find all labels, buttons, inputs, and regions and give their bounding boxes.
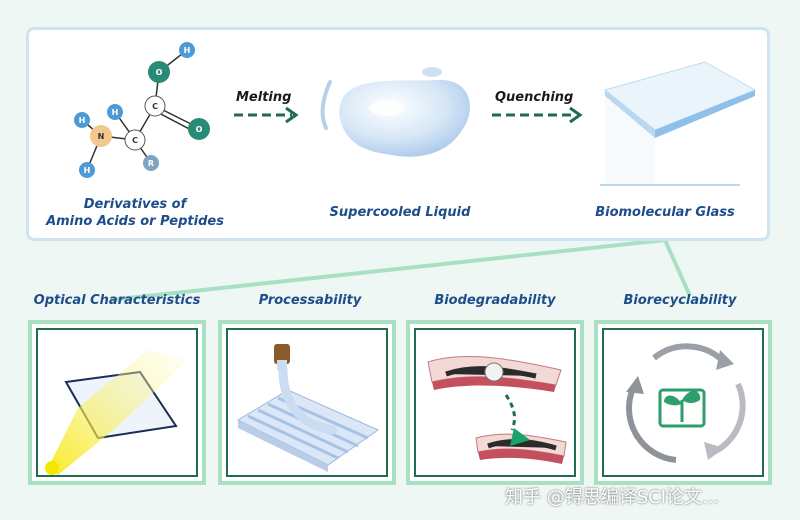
melting-label: Melting (236, 90, 292, 105)
recycle-illustration (626, 343, 746, 463)
property-label-biorecyclability: Biorecyclability (623, 293, 737, 308)
stage2-label: Supercooled Liquid (329, 205, 471, 220)
panel-biodegradability (406, 320, 584, 485)
atom-h2: H (112, 108, 119, 117)
quenching-label: Quenching (495, 90, 574, 105)
atom-h3: H (84, 166, 91, 175)
atom-o2: O (196, 125, 203, 134)
atom-c2: C (152, 102, 158, 111)
atom-o1: O (156, 68, 163, 77)
stage1-label-line1: Derivatives of (83, 197, 187, 212)
quenching-arrow (492, 106, 583, 124)
liquid-drop-illustration (320, 67, 470, 157)
stage3-label: Biomolecular Glass (595, 205, 735, 220)
panel-processability (218, 320, 396, 485)
stage1-label-line2: Amino Acids or Peptides (46, 214, 224, 229)
melting-arrow (234, 106, 299, 124)
panel-optical (28, 320, 206, 485)
property-label-optical: Optical Characteristics (33, 293, 201, 308)
property-label-processability: Processability (258, 293, 362, 308)
biodegradation-illustration (427, 356, 567, 464)
panel-biorecyclability (594, 320, 772, 485)
atom-c1: C (132, 136, 138, 145)
atom-h1: H (79, 116, 86, 125)
optical-illustration (45, 350, 188, 475)
atom-h4: H (184, 46, 191, 55)
atom-r: R (148, 159, 154, 168)
watermark: 知乎 @锝思编译SCI论文... (505, 487, 720, 508)
plant-icon (658, 388, 706, 428)
glass-sheet-illustration (600, 61, 757, 186)
atom-n: N (98, 132, 105, 141)
molecule-illustration: H H H N R C C O H O (74, 42, 210, 178)
printing-illustration (236, 344, 380, 472)
stage1-label: Derivatives of Amino Acids or Peptides (40, 196, 230, 230)
property-label-biodegradability: Biodegradability (434, 293, 556, 308)
